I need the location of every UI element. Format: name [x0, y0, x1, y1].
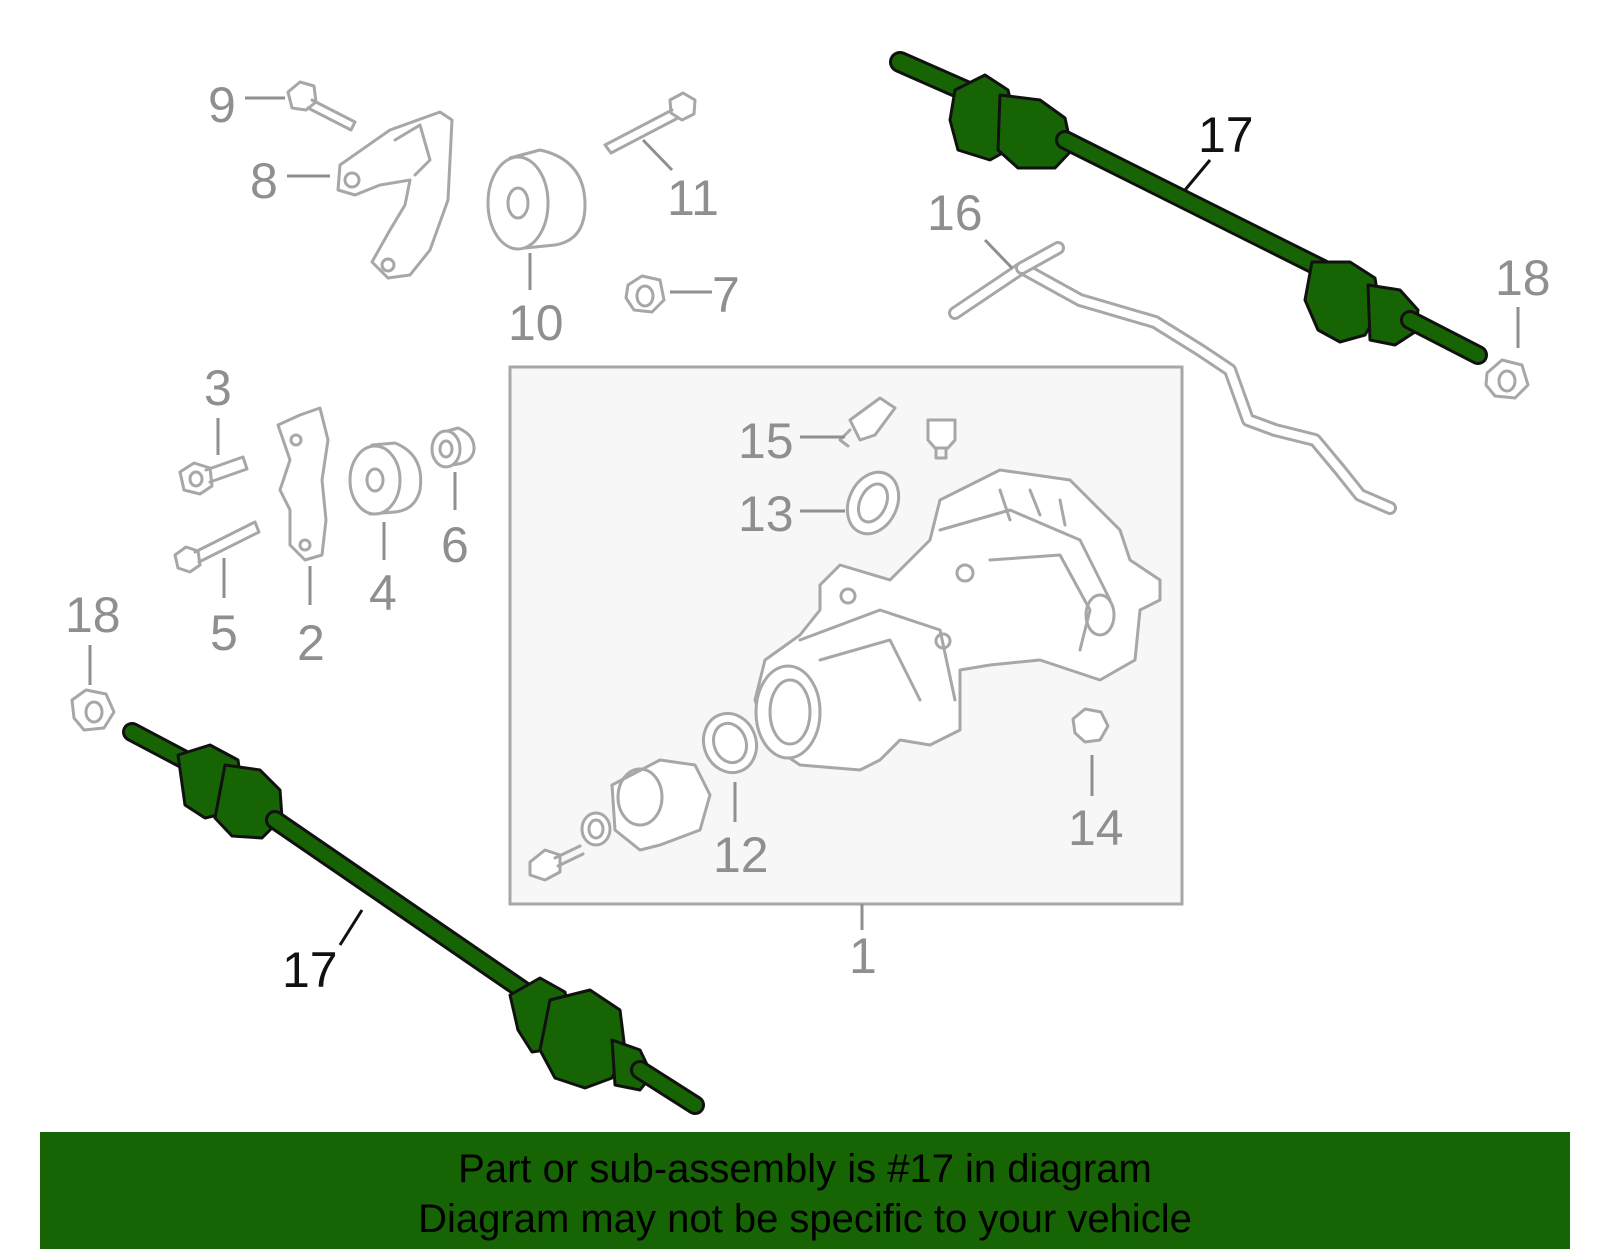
callout-1: 1 [849, 928, 877, 984]
arrow-11 [641, 138, 674, 172]
callout-3: 3 [204, 360, 232, 416]
arrow-17-upper [1183, 159, 1212, 191]
callout-17-lower: 17 [282, 942, 338, 998]
callout-4: 4 [369, 565, 397, 621]
callout-18-right: 18 [1495, 250, 1551, 306]
callout-16: 16 [927, 185, 983, 241]
callout-10: 10 [508, 295, 564, 351]
breather-cap [926, 418, 957, 460]
seal-12 [702, 711, 758, 775]
washer [580, 811, 612, 847]
arrow-16 [983, 238, 1014, 270]
switch-15 [838, 396, 897, 448]
callout-2: 2 [297, 615, 325, 671]
bracket-8 [336, 110, 454, 280]
bolt-11 [603, 91, 697, 155]
bolt-5 [173, 520, 261, 574]
callout-17-upper: 17 [1198, 107, 1254, 163]
flange-bolt [528, 844, 585, 882]
nut-7 [624, 274, 666, 314]
callout-9: 9 [208, 77, 236, 133]
callout-13: 13 [738, 486, 794, 542]
callout-15: 15 [738, 413, 794, 469]
vent-tube-16 [948, 241, 1397, 515]
info-banner: Part or sub-assembly is #17 in diagram D… [40, 1132, 1570, 1249]
differential-assembly-group: 12 13 14 15 [508, 365, 1184, 930]
bushing-4 [348, 441, 423, 516]
arrow-17-lower [338, 909, 364, 946]
callout-14: 14 [1068, 800, 1124, 856]
nut-18-left [70, 688, 116, 732]
axle-shaft-17-lower [122, 722, 705, 1115]
banner-line-2: Diagram may not be specific to your vehi… [418, 1197, 1192, 1241]
spacer-6 [430, 426, 476, 469]
differential-housing [753, 468, 1162, 772]
callout-18-left: 18 [65, 587, 121, 643]
bushing-10 [486, 148, 587, 251]
axle-shaft-17-upper [889, 51, 1488, 365]
plug-14 [1071, 707, 1110, 744]
banner-line-1: Part or sub-assembly is #17 in diagram [458, 1147, 1152, 1191]
callout-5: 5 [210, 605, 238, 661]
callout-8: 8 [250, 153, 278, 209]
callout-12: 12 [713, 827, 769, 883]
callout-7: 7 [712, 267, 740, 323]
bolt-9 [286, 80, 357, 132]
bolt-3 [178, 455, 249, 496]
nut-18-right [1484, 358, 1530, 400]
callout-11: 11 [667, 170, 719, 226]
bracket-2 [276, 406, 330, 562]
companion-flange [610, 758, 712, 852]
callout-6: 6 [441, 517, 469, 573]
seal-13 [845, 470, 901, 536]
